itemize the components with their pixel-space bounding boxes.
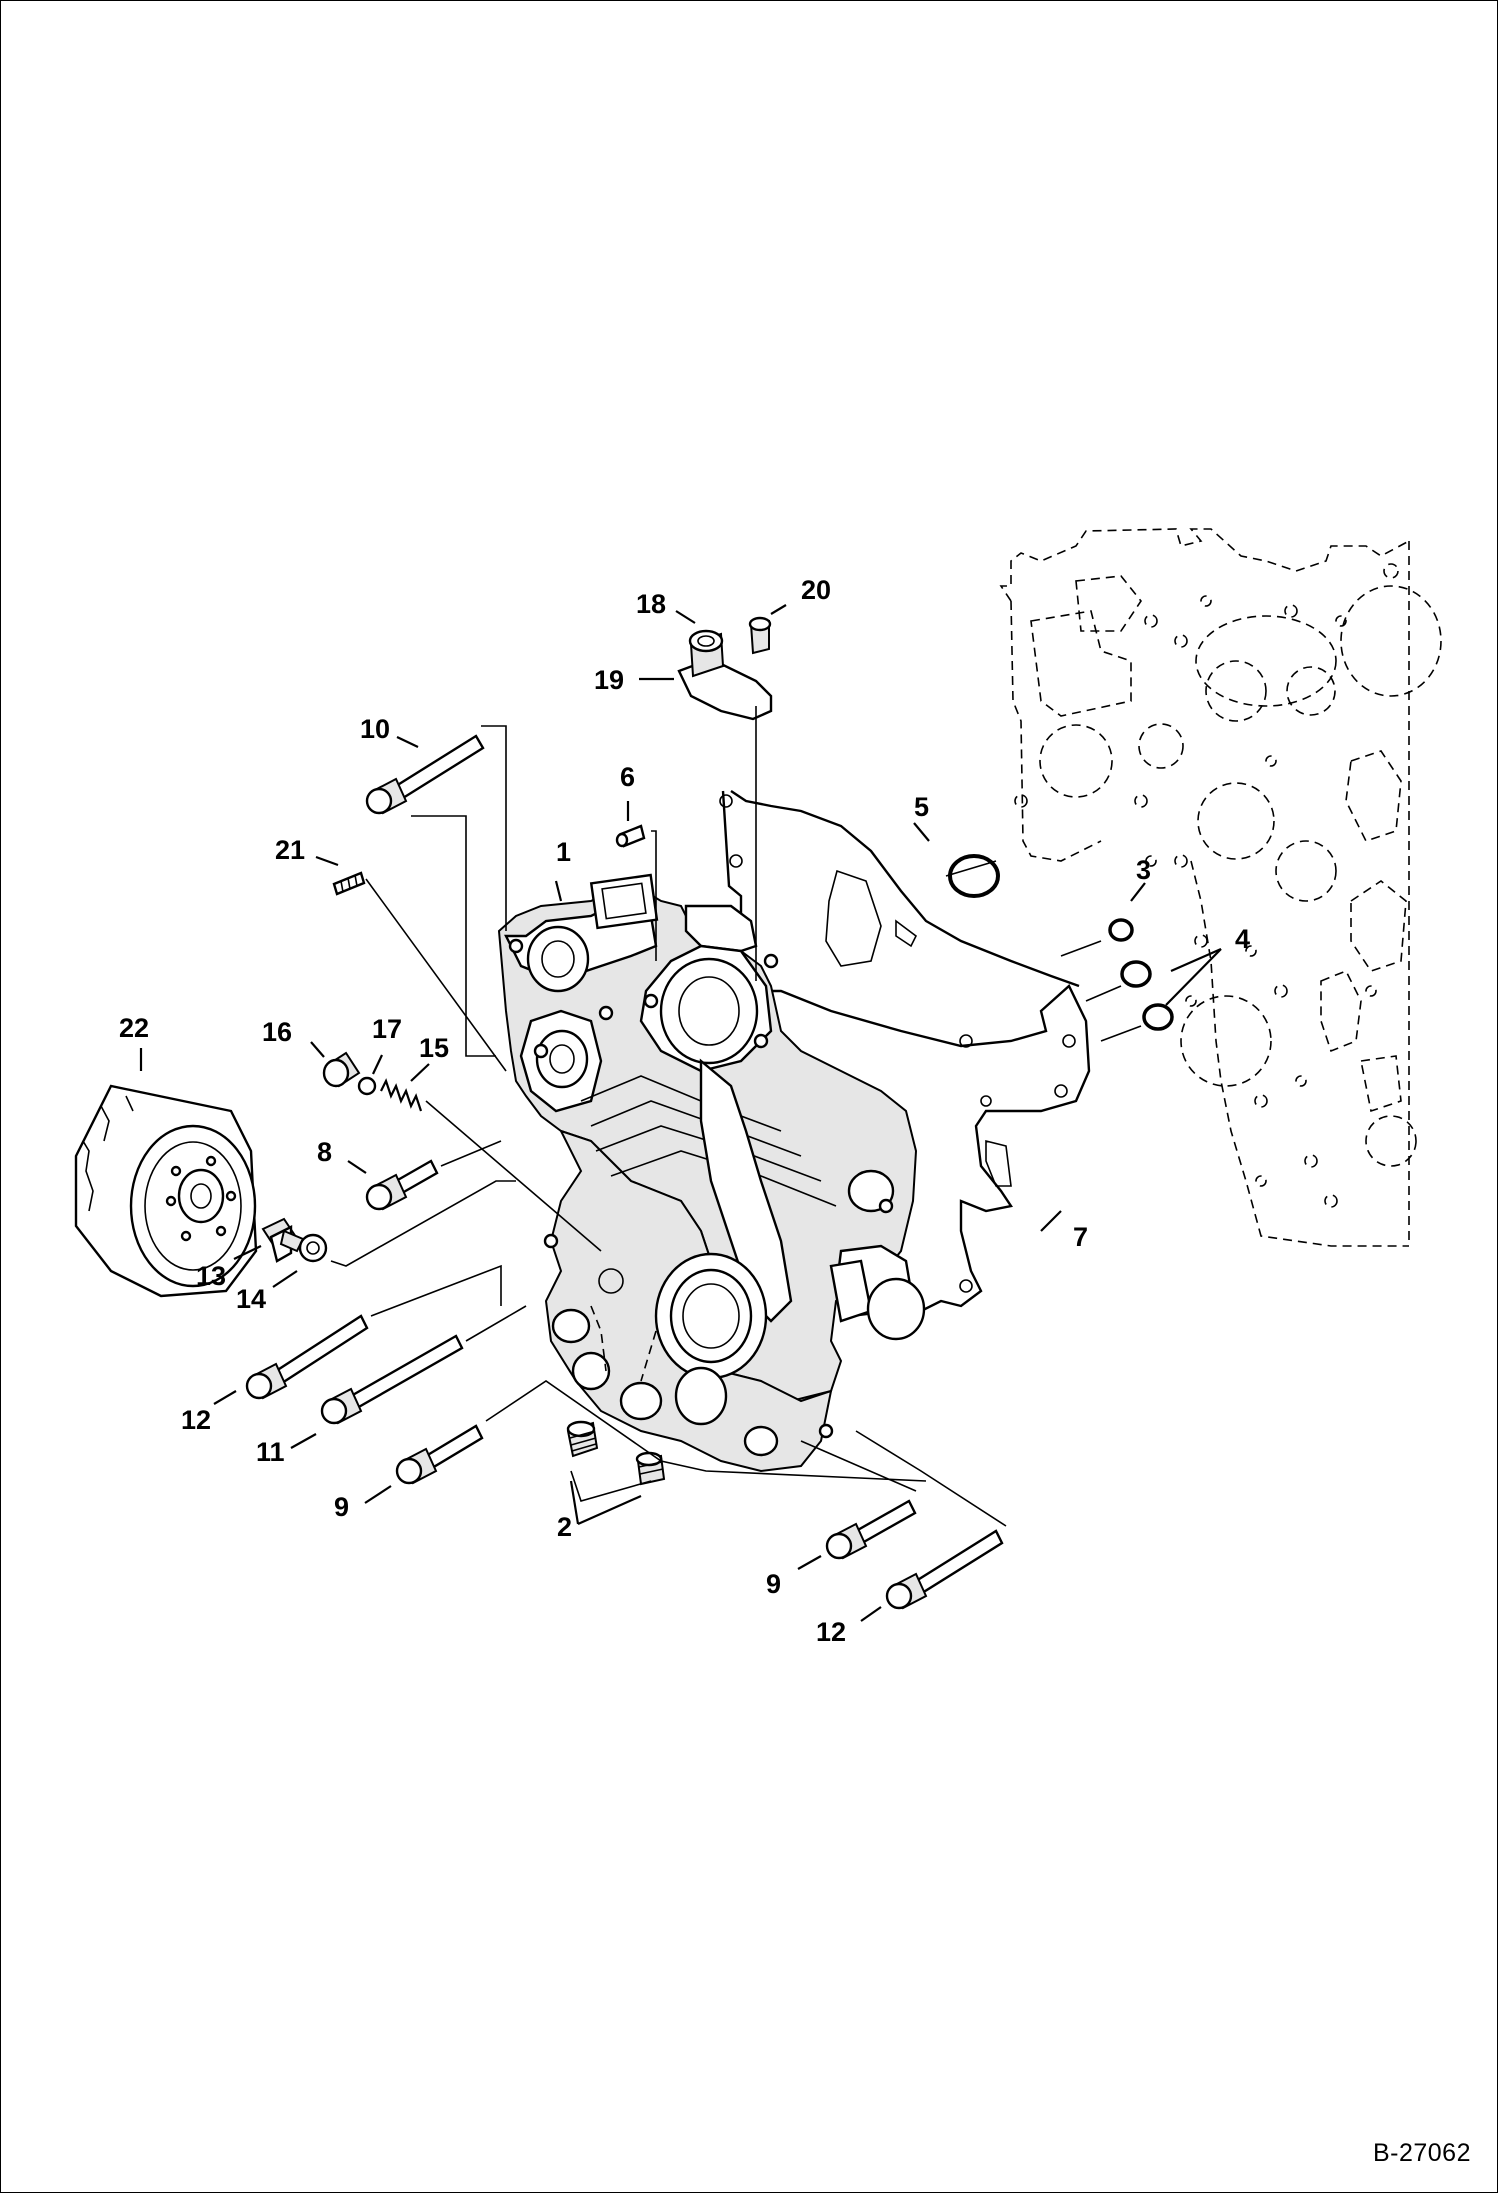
gear-case bbox=[497, 873, 926, 1473]
callout-7: 7 bbox=[1073, 1222, 1088, 1252]
callout-8: 8 bbox=[317, 1137, 332, 1167]
callout-14: 14 bbox=[236, 1284, 266, 1314]
callout-9-right: 9 bbox=[766, 1569, 781, 1599]
pins bbox=[332, 824, 646, 896]
relief-valve-parts bbox=[322, 1051, 423, 1112]
callout-19: 19 bbox=[594, 665, 624, 695]
callout-3: 3 bbox=[1136, 855, 1151, 885]
callout-18: 18 bbox=[636, 589, 666, 619]
engine-block bbox=[999, 528, 1442, 1247]
o-rings bbox=[948, 854, 1174, 1031]
callout-13: 13 bbox=[196, 1261, 226, 1291]
callout-labels: 1 2 3 4 5 6 7 8 9 9 10 11 12 12 13 14 15… bbox=[119, 575, 1250, 1647]
fitting-and-washer bbox=[261, 1217, 328, 1263]
callout-9-left: 9 bbox=[334, 1492, 349, 1522]
callout-11: 11 bbox=[256, 1437, 285, 1467]
callout-10: 10 bbox=[360, 714, 390, 744]
callout-12-left: 12 bbox=[181, 1405, 211, 1435]
callout-12-right: 12 bbox=[816, 1617, 846, 1647]
callout-15: 15 bbox=[419, 1033, 449, 1063]
callout-5: 5 bbox=[914, 792, 929, 822]
callout-20: 20 bbox=[801, 575, 831, 605]
callout-21: 21 bbox=[275, 835, 305, 865]
leader-lines bbox=[139, 604, 1222, 1622]
callout-17: 17 bbox=[372, 1014, 402, 1044]
top-flange bbox=[677, 616, 773, 721]
callout-4: 4 bbox=[1235, 924, 1250, 954]
callout-22: 22 bbox=[119, 1013, 149, 1043]
oil-filter bbox=[74, 1084, 258, 1298]
callout-1: 1 bbox=[556, 837, 571, 867]
bolts bbox=[245, 734, 1004, 1610]
callout-6: 6 bbox=[620, 762, 635, 792]
figure-number: B-27062 bbox=[1372, 2139, 1471, 2167]
callout-16: 16 bbox=[262, 1017, 292, 1047]
callout-2: 2 bbox=[557, 1512, 572, 1542]
